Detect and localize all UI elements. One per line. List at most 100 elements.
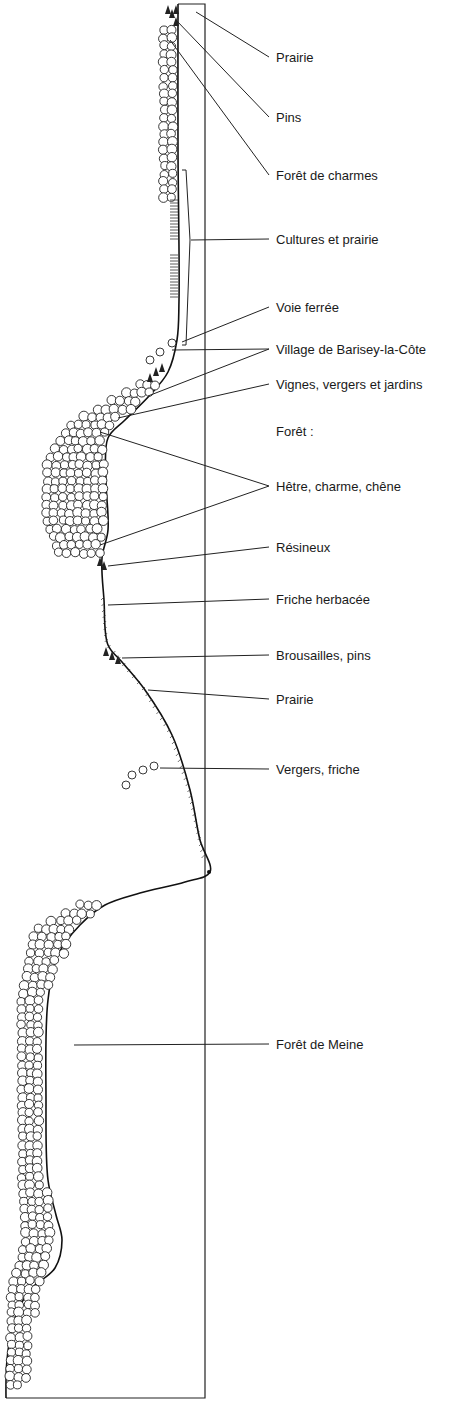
- pine-symbol: [109, 651, 115, 660]
- tree-symbol: [74, 469, 82, 477]
- leader-line: [196, 12, 269, 57]
- grass-ticks: [104, 633, 107, 636]
- tree-symbol: [82, 517, 90, 525]
- tree-symbol: [34, 1108, 43, 1117]
- tree-symbol: [36, 988, 44, 996]
- crop-hatching: [170, 291, 178, 292]
- tree-symbol: [167, 33, 177, 43]
- orchard-symbol: [139, 766, 147, 774]
- pine-symbol: [103, 647, 109, 656]
- grass-ticks: [194, 819, 197, 822]
- grass-ticks: [190, 801, 193, 804]
- crop-hatching: [170, 227, 178, 228]
- vegetation-label: Résineux: [275, 540, 331, 555]
- tree-symbol: [26, 949, 34, 957]
- pine-symbol: [115, 655, 121, 664]
- tree-symbol: [167, 114, 175, 122]
- crop-hatching: [170, 200, 178, 201]
- grass-ticks: [196, 831, 199, 834]
- summit-dot: [207, 870, 211, 874]
- tree-symbol: [67, 476, 76, 485]
- grass-ticks: [193, 813, 196, 816]
- grass-ticks: [170, 735, 173, 738]
- tree-symbol: [111, 412, 120, 421]
- tree-symbol: [28, 1220, 36, 1228]
- crop-hatching: [170, 297, 178, 298]
- tree-symbol: [160, 185, 169, 194]
- crop-hatching: [170, 285, 178, 286]
- crop-hatching: [170, 261, 178, 262]
- tree-symbol: [34, 924, 42, 932]
- tree-symbol: [18, 1246, 26, 1254]
- grass-ticks: [176, 753, 179, 756]
- tree-symbol: [92, 524, 102, 534]
- tree-symbol: [88, 413, 97, 422]
- tree-symbol: [44, 981, 53, 990]
- grass-ticks: [191, 807, 194, 810]
- tree-symbol: [59, 493, 67, 501]
- crop-hatching: [170, 236, 178, 237]
- vegetation-label: Vignes, vergers et jardins: [275, 377, 423, 392]
- tree-symbol: [7, 1340, 15, 1348]
- vegetation-label: Forêt de Meine: [275, 1037, 364, 1052]
- leader-line: [172, 349, 269, 350]
- grass-ticks: [153, 705, 156, 708]
- grass-ticks: [164, 723, 167, 726]
- tree-symbol: [75, 460, 84, 469]
- grass-ticks: [103, 615, 106, 618]
- leader-line: [100, 432, 269, 486]
- tree-symbol: [159, 177, 168, 186]
- leader-line: [182, 307, 269, 342]
- tree-symbol: [41, 1252, 50, 1261]
- tree-symbol: [34, 1116, 43, 1125]
- tree-symbol: [54, 940, 62, 948]
- grass-ticks: [122, 663, 125, 666]
- tree-symbol: [22, 1356, 31, 1365]
- tree-symbol: [86, 453, 95, 462]
- grass-ticks: [102, 603, 105, 606]
- tree-symbol: [15, 1293, 23, 1301]
- leader-line: [160, 768, 269, 769]
- tree-symbol: [13, 1381, 21, 1389]
- tree-symbol: [167, 152, 177, 162]
- grass-ticks: [186, 783, 189, 786]
- tree-symbol: [25, 996, 35, 1006]
- tree-symbol: [160, 114, 169, 123]
- bracket: [182, 345, 186, 346]
- tree-symbol: [24, 1084, 34, 1094]
- tree-symbol: [84, 901, 92, 909]
- grass-ticks: [142, 687, 145, 690]
- bracket: [182, 170, 186, 171]
- tree-symbol: [45, 1236, 53, 1244]
- vegetation-label: Pins: [275, 110, 302, 125]
- tree-symbol: [7, 1348, 15, 1356]
- leader-line: [108, 547, 269, 566]
- pine-symbol: [153, 367, 159, 376]
- grass-ticks: [149, 699, 152, 702]
- vegetation-label: Prairie: [275, 50, 315, 65]
- tree-symbol: [98, 484, 108, 494]
- tree-symbol: [126, 404, 136, 414]
- tree-symbol: [44, 1204, 52, 1212]
- crop-hatching: [170, 212, 178, 213]
- tree-symbol: [167, 57, 176, 66]
- tree-symbol: [96, 549, 104, 557]
- tree-symbol: [75, 492, 84, 501]
- orchard-symbol: [122, 781, 130, 789]
- grass-ticks: [167, 729, 170, 732]
- crop-hatching: [170, 282, 178, 283]
- crop-hatching: [170, 264, 178, 265]
- tree-symbol: [23, 1332, 32, 1341]
- tree-symbol: [83, 540, 92, 549]
- vegetation-label: Hêtre, charme, chêne: [275, 479, 402, 494]
- tree-symbol: [95, 436, 104, 445]
- tree-symbol: [33, 1013, 41, 1021]
- tree-symbol: [26, 1172, 34, 1180]
- tree-symbol: [35, 1197, 44, 1206]
- grass-ticks: [178, 759, 181, 762]
- tree-symbol: [34, 1172, 44, 1182]
- tree-symbol: [75, 540, 83, 548]
- tree-symbol: [51, 494, 59, 502]
